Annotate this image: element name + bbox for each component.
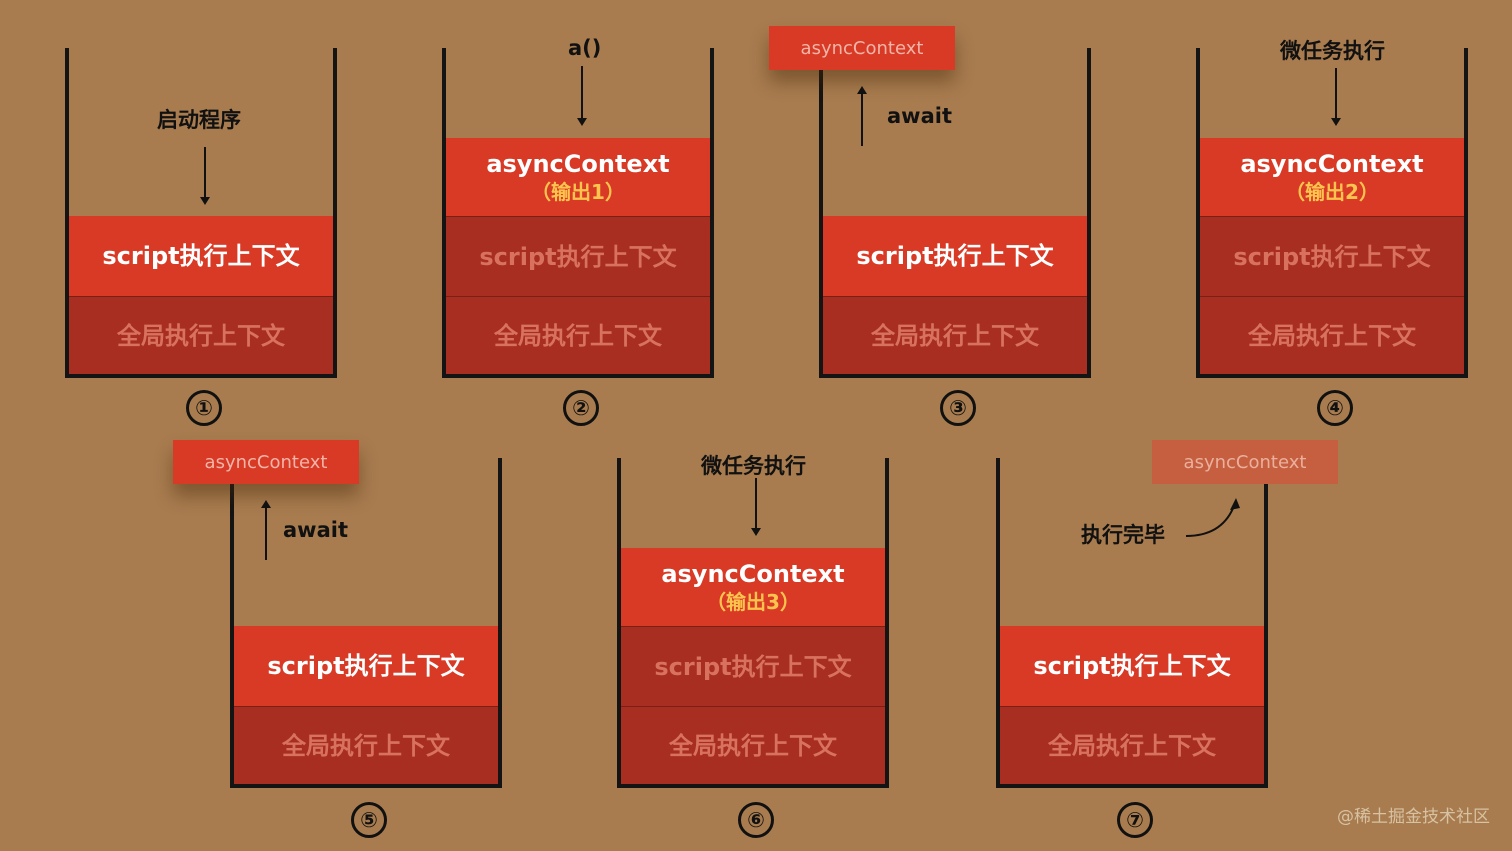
script-context-layer: script执行上下文 bbox=[1200, 216, 1464, 296]
stack-wall-left bbox=[442, 48, 446, 378]
step-number-6: ⑥ bbox=[738, 802, 774, 838]
stack-5: script执行上下文 全局执行上下文 bbox=[230, 458, 502, 788]
stack-wall-bottom bbox=[819, 374, 1091, 378]
script-context-layer: script执行上下文 bbox=[1000, 626, 1264, 706]
stack-wall-right bbox=[1264, 458, 1268, 788]
microtask-label: 微任务执行 bbox=[701, 454, 806, 478]
up-arrow-icon bbox=[857, 86, 867, 146]
stack-wall-left bbox=[617, 458, 621, 788]
script-context-layer: script执行上下文 bbox=[446, 216, 710, 296]
global-context-layer: 全局执行上下文 bbox=[446, 296, 710, 374]
stack-wall-right bbox=[333, 48, 337, 378]
script-context-layer: script执行上下文 bbox=[234, 626, 498, 706]
stack-7: script执行上下文 全局执行上下文 bbox=[996, 458, 1268, 788]
step-number-4: ④ bbox=[1317, 390, 1353, 426]
released-async-context-box: asyncContext bbox=[1152, 440, 1338, 484]
stack-wall-bottom bbox=[230, 784, 502, 788]
stack-wall-left bbox=[65, 48, 69, 378]
stack-wall-bottom bbox=[442, 374, 714, 378]
stack-wall-bottom bbox=[617, 784, 889, 788]
stack-wall-right bbox=[498, 458, 502, 788]
stack-wall-bottom bbox=[65, 374, 337, 378]
up-arrow-icon bbox=[261, 500, 271, 560]
await-label: await bbox=[887, 104, 952, 128]
down-arrow-icon bbox=[751, 478, 761, 536]
stack-wall-right bbox=[1087, 48, 1091, 378]
script-context-layer: script执行上下文 bbox=[621, 626, 885, 706]
stack-2: asyncContext （输出1） script执行上下文 全局执行上下文 bbox=[442, 48, 714, 378]
step-number-2: ② bbox=[563, 390, 599, 426]
stack-wall-right bbox=[885, 458, 889, 788]
global-context-layer: 全局执行上下文 bbox=[1200, 296, 1464, 374]
stack-wall-bottom bbox=[1196, 374, 1468, 378]
output-2-label: （输出2） bbox=[1285, 180, 1379, 204]
start-program-label: 启动程序 bbox=[157, 108, 241, 132]
step-number-7: ⑦ bbox=[1117, 802, 1153, 838]
async-context-layer: asyncContext （输出2） bbox=[1200, 138, 1464, 216]
stack-1: script执行上下文 全局执行上下文 bbox=[65, 48, 337, 378]
global-context-layer: 全局执行上下文 bbox=[234, 706, 498, 784]
down-arrow-icon bbox=[1331, 68, 1341, 126]
stack-wall-left bbox=[230, 458, 234, 788]
script-context-layer: script执行上下文 bbox=[69, 216, 333, 296]
down-arrow-icon bbox=[200, 147, 210, 205]
step-number-3: ③ bbox=[940, 390, 976, 426]
stack-wall-left bbox=[996, 458, 1000, 788]
popped-async-context-box: asyncContext bbox=[173, 440, 359, 484]
down-arrow-icon bbox=[577, 66, 587, 126]
microtask-label: 微任务执行 bbox=[1280, 39, 1385, 63]
global-context-layer: 全局执行上下文 bbox=[1000, 706, 1264, 784]
stack-wall-left bbox=[819, 48, 823, 378]
popped-async-context-box: asyncContext bbox=[769, 26, 955, 70]
stack-4: asyncContext （输出2） script执行上下文 全局执行上下文 bbox=[1196, 48, 1468, 378]
watermark: @稀土掘金技术社区 bbox=[1337, 807, 1490, 827]
async-context-layer: asyncContext （输出1） bbox=[446, 138, 710, 216]
step-number-5: ⑤ bbox=[351, 802, 387, 838]
async-context-layer: asyncContext （输出3） bbox=[621, 548, 885, 626]
await-label: await bbox=[283, 518, 348, 542]
step-number-1: ① bbox=[186, 390, 222, 426]
stack-wall-right bbox=[1464, 48, 1468, 378]
output-1-label: （输出1） bbox=[531, 180, 625, 204]
call-a-label: a() bbox=[568, 36, 602, 60]
global-context-layer: 全局执行上下文 bbox=[823, 296, 1087, 374]
finished-label: 执行完毕 bbox=[1081, 523, 1165, 547]
script-context-layer: script执行上下文 bbox=[823, 216, 1087, 296]
global-context-layer: 全局执行上下文 bbox=[69, 296, 333, 374]
stack-wall-bottom bbox=[996, 784, 1268, 788]
stack-wall-right bbox=[710, 48, 714, 378]
stack-6: asyncContext （输出3） script执行上下文 全局执行上下文 bbox=[617, 458, 889, 788]
global-context-layer: 全局执行上下文 bbox=[621, 706, 885, 784]
stack-3: script执行上下文 全局执行上下文 bbox=[819, 48, 1091, 378]
stack-wall-left bbox=[1196, 48, 1200, 378]
output-3-label: （输出3） bbox=[706, 590, 800, 614]
curved-arrow-icon bbox=[1185, 498, 1240, 537]
